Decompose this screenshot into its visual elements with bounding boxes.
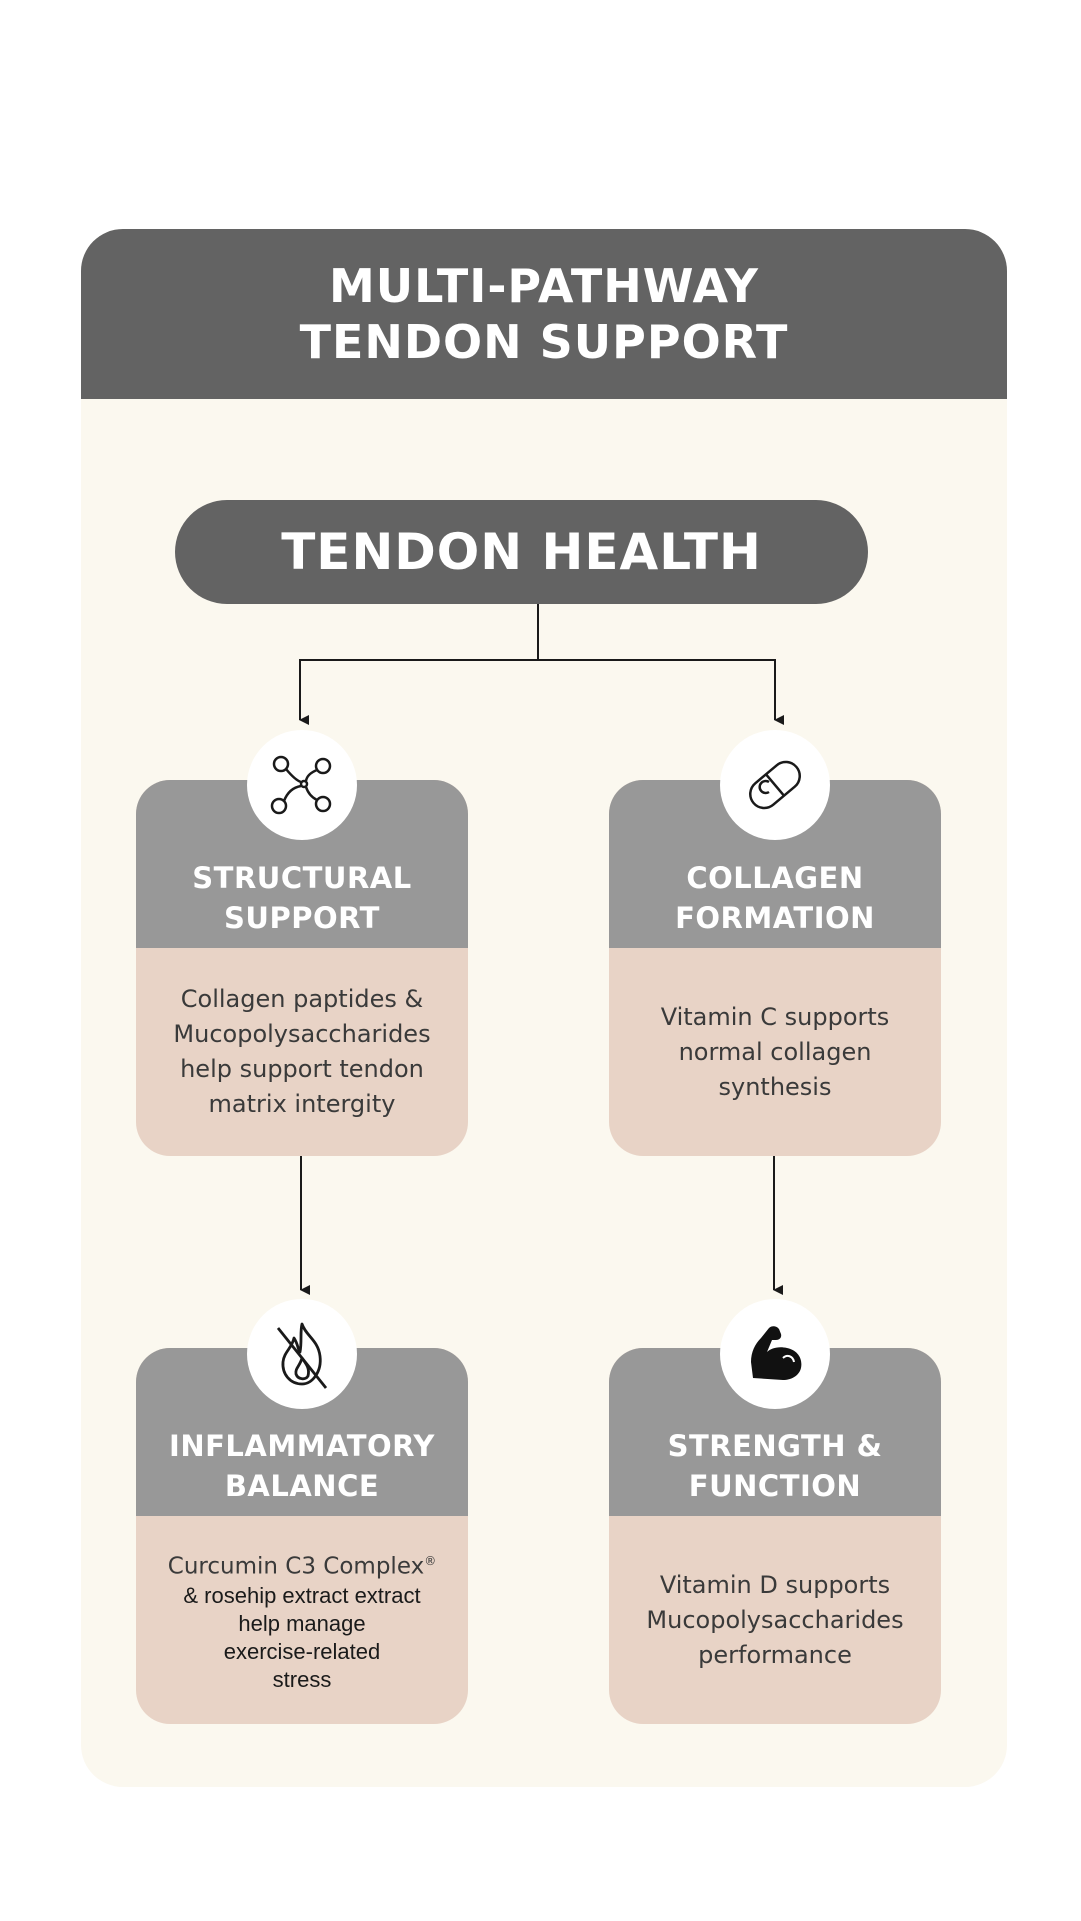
- card-title-line-1: STRENGTH &: [667, 1429, 883, 1463]
- card-body-line: stress: [272, 1666, 332, 1692]
- card-title-line-2: FUNCTION: [688, 1469, 862, 1503]
- card-body-line: matrix intergity: [208, 1090, 396, 1118]
- card-body: Curcumin C3 Complex® & rosehip extract e…: [136, 1516, 468, 1724]
- card-strength-function: STRENGTH & FUNCTION Vitamin D supports M…: [609, 1348, 941, 1724]
- card-body-line: Mucopolysaccharides: [646, 1605, 904, 1634]
- card-body-line: Vitamin D supports: [659, 1570, 891, 1599]
- card-body-line: Vitamin C supports: [660, 1002, 890, 1031]
- card-title-line-1: STRUCTURAL: [192, 861, 412, 895]
- card-header: STRENGTH & FUNCTION: [609, 1348, 941, 1516]
- card-body: Vitamin C supports normal collagen synth…: [609, 948, 941, 1156]
- card-title-line-1: INFLAMMATORY: [169, 1429, 435, 1463]
- panel-header: MULTI-PATHWAY TENDON SUPPORT: [81, 229, 1007, 399]
- flexed-arm-icon: [720, 1299, 830, 1409]
- card-body-line: exercise-related: [223, 1638, 381, 1664]
- card-structural-support: STRUCTURAL SUPPORT Collagen paptides & M…: [136, 780, 468, 1156]
- molecule-network-icon: [247, 730, 357, 840]
- card-body-line: help manage: [238, 1610, 366, 1636]
- card-body-line: help support tendon: [180, 1055, 424, 1083]
- registered-mark: ®: [424, 1554, 437, 1569]
- card-body-line: synthesis: [718, 1072, 832, 1101]
- card-title-line-2: SUPPORT: [224, 901, 380, 935]
- card-title-line-2: BALANCE: [224, 1469, 380, 1503]
- card-body-line: performance: [698, 1640, 852, 1669]
- no-flame-icon: [247, 1299, 357, 1409]
- curcumin-text: Curcumin C3 Complex: [167, 1553, 425, 1580]
- card-title-line-1: COLLAGEN: [686, 861, 864, 895]
- connector-root-right: [538, 659, 784, 725]
- card-body-line: Curcumin C3 Complex®: [168, 1546, 436, 1582]
- card-body: Collagen paptides & Mucopolysaccharides …: [136, 948, 468, 1156]
- capsule-c-icon: [720, 730, 830, 840]
- connector-root-left: [299, 659, 538, 725]
- title-line-2: TENDON SUPPORT: [299, 315, 789, 369]
- title-line-1: MULTI-PATHWAY: [329, 259, 759, 313]
- card-body-line: Mucopolysaccharides: [173, 1020, 431, 1048]
- card-title-line-2: FORMATION: [675, 901, 875, 935]
- card-collagen-formation: COLLAGEN FORMATION Vitamin C supports no…: [609, 780, 941, 1156]
- card-body-line: normal collagen: [678, 1037, 872, 1066]
- card-body-line: & rosehip extract extract: [183, 1582, 421, 1608]
- tendon-health-pill: TENDON HEALTH: [175, 500, 868, 604]
- card-body-line: Collagen paptides &: [180, 985, 424, 1013]
- card-body: Vitamin D supports Mucopolysaccharides p…: [609, 1516, 941, 1724]
